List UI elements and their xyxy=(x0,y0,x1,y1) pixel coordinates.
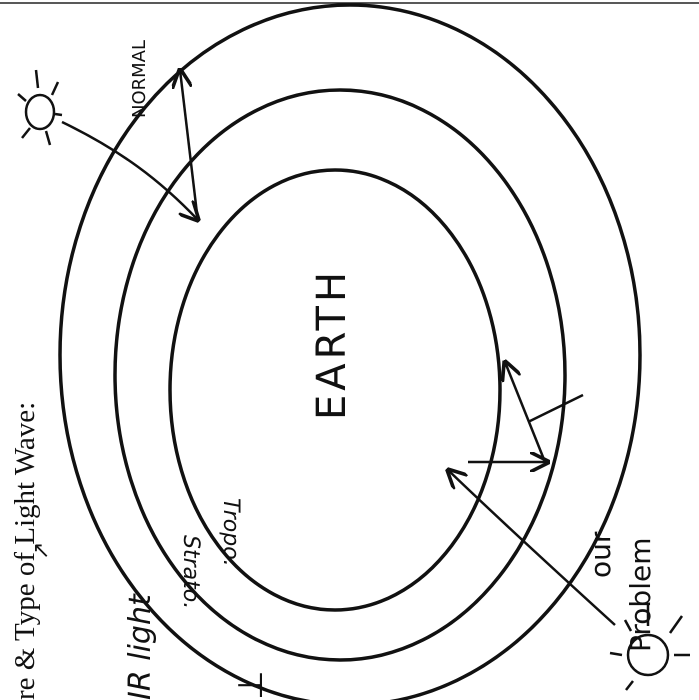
sun-icon-top xyxy=(17,69,63,146)
incoming-light-arrow-bottom xyxy=(448,470,616,626)
stratosphere-ring xyxy=(113,88,567,662)
reflected-arrow-right xyxy=(527,393,584,424)
sun-icon-bottom xyxy=(609,603,690,691)
earth-surface-ring xyxy=(168,168,502,612)
earth-label: EARTH xyxy=(309,268,355,420)
caret-mark: ↗ xyxy=(29,542,54,560)
troposphere-label: Tropo. xyxy=(218,498,243,567)
reflected-arrow-up xyxy=(505,362,547,463)
stratosphere-label: Strato. xyxy=(178,535,203,609)
normal-line-arrow xyxy=(180,70,200,223)
normal-label: NORMAL xyxy=(129,40,150,118)
outer-atmosphere-ring xyxy=(58,3,642,700)
rotated-title: re & Type of Light Wave: xyxy=(9,402,41,700)
incoming-light-arrow-top xyxy=(61,120,198,220)
our-problem-label-line2: Problem xyxy=(624,538,657,652)
our-problem-label-line1: our xyxy=(584,531,617,578)
